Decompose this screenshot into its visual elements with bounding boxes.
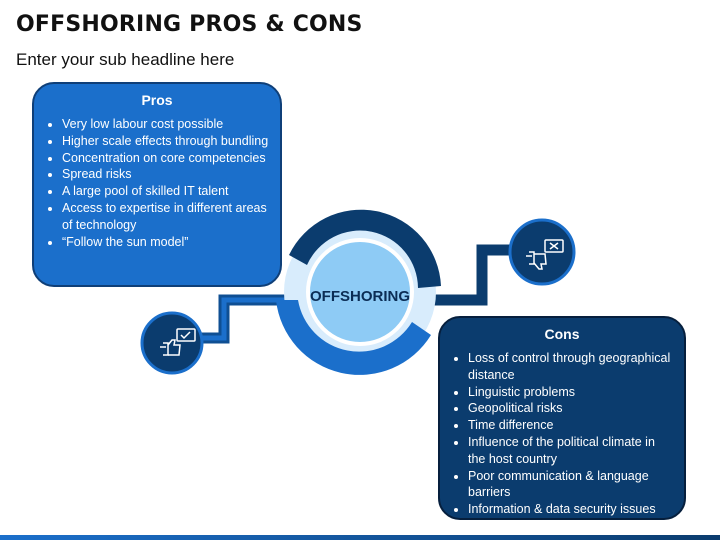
pros-item: Higher scale effects through bundling: [62, 133, 270, 150]
pros-item: Very low labour cost possible: [62, 116, 270, 133]
page-title: OFFSHORING PROS & CONS: [16, 12, 363, 37]
center-circle: [306, 238, 414, 346]
thumbs-down-reject-icon: [508, 218, 576, 286]
pros-item: Access to expertise in different areas o…: [62, 200, 270, 234]
cons-item: Loss of control through geographical dis…: [468, 350, 674, 384]
pros-item: Concentration on core competencies: [62, 150, 270, 167]
bottom-accent-bar: [0, 535, 720, 540]
outer-ring-top-arc: [289, 209, 441, 288]
pros-item: Spread risks: [62, 166, 270, 183]
page-subtitle: Enter your sub headline here: [16, 50, 235, 69]
thumbs-up-approve-icon: [140, 311, 204, 375]
outer-ring-bottom-arc: [276, 300, 431, 375]
pros-title: Pros: [141, 92, 173, 108]
cons-item: Poor communication & language barriers: [468, 468, 674, 502]
cons-item: Information & data security issues: [468, 501, 674, 518]
cons-item: Influence of the political climate in th…: [468, 434, 674, 468]
cons-list: Loss of control through geographical dis…: [450, 350, 674, 518]
center-label: OFFSHORING: [310, 288, 410, 305]
pros-list: Very low labour cost possible Higher sca…: [44, 116, 270, 250]
cons-item: Linguistic problems: [468, 384, 674, 401]
cons-item: Geopolitical risks: [468, 400, 674, 417]
pros-item: A large pool of skilled IT talent: [62, 183, 270, 200]
cons-item: Time difference: [468, 417, 674, 434]
cons-connector: [420, 244, 510, 306]
cons-title: Cons: [544, 326, 580, 342]
pros-item: “Follow the sun model”: [62, 234, 270, 251]
cons-box: Cons Loss of control through geographica…: [438, 316, 686, 520]
pros-box: Pros Very low labour cost possible Highe…: [32, 82, 282, 287]
